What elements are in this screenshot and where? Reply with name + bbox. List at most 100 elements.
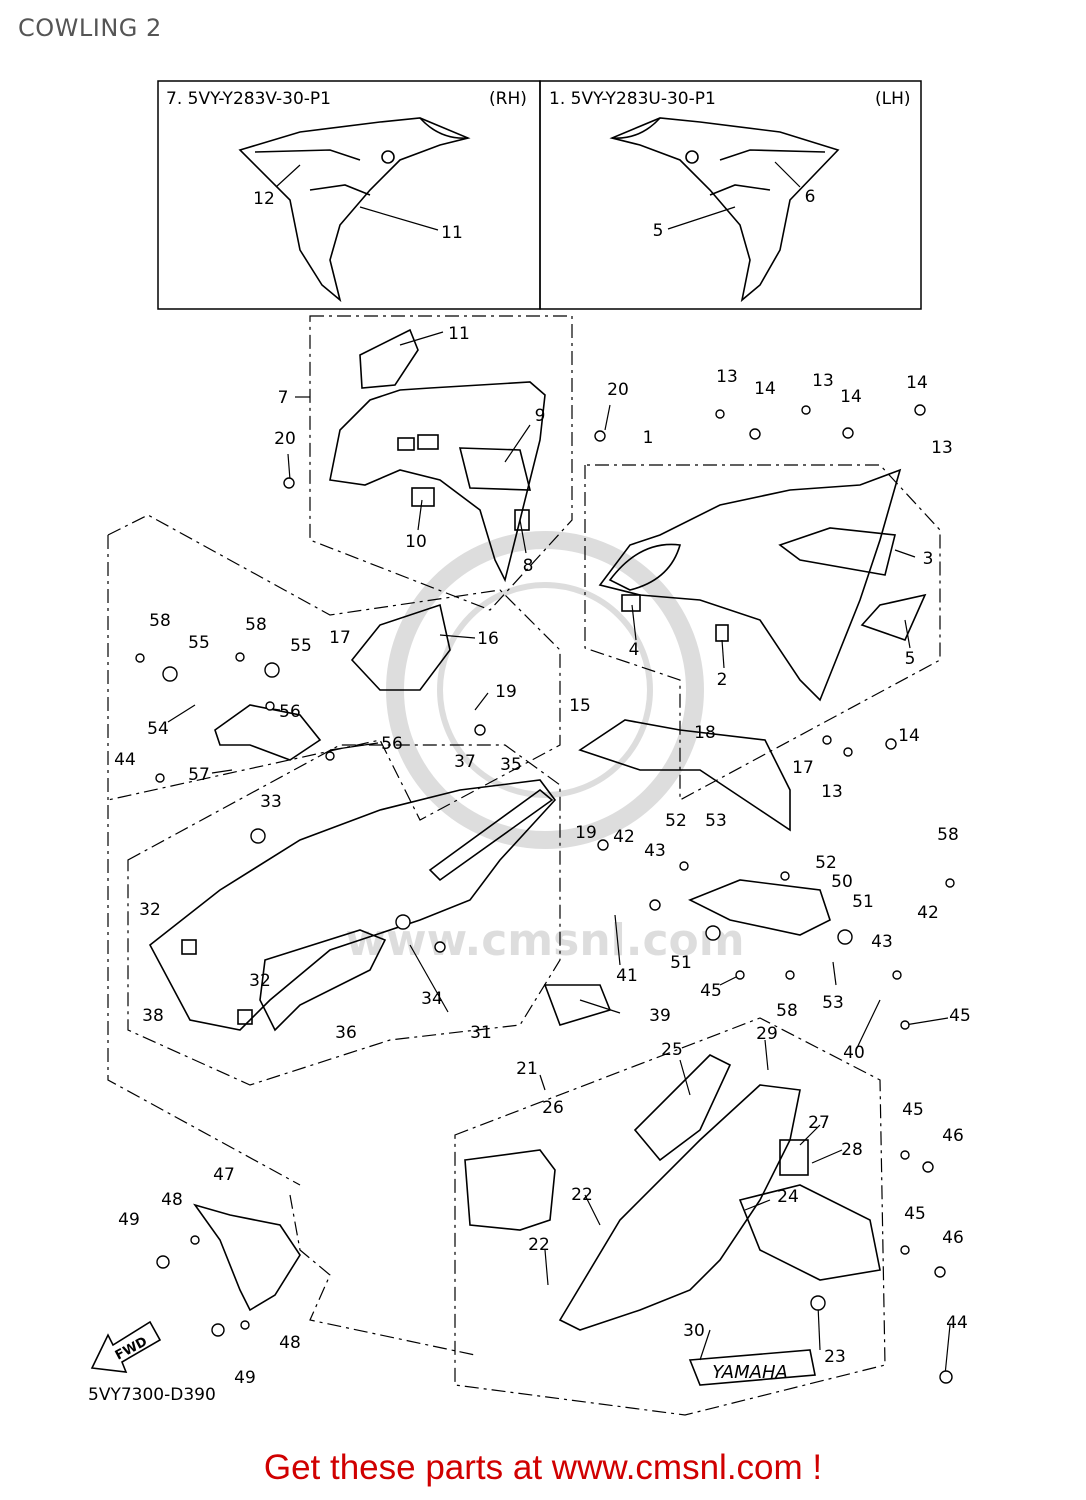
callout: 11 <box>441 223 463 243</box>
diagram-code: 5VY7300-D390 <box>88 1385 216 1405</box>
callout: 14 <box>906 373 928 393</box>
callout: 51 <box>670 953 692 973</box>
callout: 28 <box>841 1140 863 1160</box>
inset-lh-side: (LH) <box>875 89 911 109</box>
inset-box-lh <box>539 80 922 310</box>
callout: 57 <box>188 765 210 785</box>
fwd-label: FWD <box>113 1334 150 1363</box>
inset-rh-side: (RH) <box>489 89 527 109</box>
callout: 43 <box>644 841 666 861</box>
callout: 55 <box>290 636 312 656</box>
callout: 52 <box>815 853 837 873</box>
inset-side-cowl-rh <box>238 117 471 303</box>
yamaha-decal: YAMAHA <box>712 1362 788 1383</box>
callout: 37 <box>454 752 476 772</box>
callout: 30 <box>683 1321 705 1341</box>
inset-box-rh <box>157 80 541 310</box>
footer-link[interactable]: www.cmsnl.com <box>551 1448 803 1487</box>
callout: 54 <box>147 719 169 739</box>
callout: 48 <box>161 1190 183 1210</box>
callout: 22 <box>571 1185 593 1205</box>
callout: 17 <box>329 628 351 648</box>
callout: 36 <box>335 1023 357 1043</box>
under-cowl <box>464 1054 881 1386</box>
callout: 6 <box>805 187 816 207</box>
callout: 19 <box>495 682 517 702</box>
callout: 1 <box>643 428 654 448</box>
callout: 44 <box>946 1313 968 1333</box>
callout: 33 <box>260 792 282 812</box>
callout: 12 <box>253 189 275 209</box>
callout: 7 <box>278 388 289 408</box>
callout: 23 <box>824 1347 846 1367</box>
callout: 25 <box>661 1040 683 1060</box>
leader-lines <box>167 161 951 1376</box>
page-title: COWLING 2 <box>18 14 162 42</box>
callout: 53 <box>705 811 727 831</box>
callout: 18 <box>694 723 716 743</box>
callout: 43 <box>871 932 893 952</box>
callout: 10 <box>405 532 427 552</box>
callout: 8 <box>523 556 534 576</box>
footer-text-prefix: Get these parts at <box>263 1448 552 1487</box>
callout: 13 <box>716 367 738 387</box>
callout: 38 <box>142 1006 164 1026</box>
footer-banner: Get these parts at www.cmsnl.com ! <box>0 1448 1086 1488</box>
callout: 5 <box>653 221 664 241</box>
callout: 46 <box>942 1126 964 1146</box>
callout: 16 <box>477 629 499 649</box>
callout: 32 <box>249 971 271 991</box>
callout: 50 <box>831 872 853 892</box>
fwd-arrow: FWD <box>90 1320 162 1373</box>
callout: 56 <box>279 702 301 722</box>
callout: 27 <box>808 1113 830 1133</box>
callout: 3 <box>923 549 934 569</box>
callout: 58 <box>776 1001 798 1021</box>
callout: 22 <box>528 1235 550 1255</box>
front-lower-cowl <box>148 779 612 1032</box>
callout: 39 <box>649 1006 671 1026</box>
inset-lh-part-label: 1. 5VY-Y283U-30-P1 <box>549 89 716 109</box>
callout: 44 <box>114 750 136 770</box>
callout: 31 <box>470 1023 492 1043</box>
callout: 42 <box>613 827 635 847</box>
callout: 13 <box>812 371 834 391</box>
callout: 29 <box>756 1024 778 1044</box>
inner-panels <box>214 603 831 936</box>
assembly-outlines <box>107 315 941 1416</box>
callout: 45 <box>949 1006 971 1026</box>
callout: 34 <box>421 989 443 1009</box>
footer-text-suffix: ! <box>802 1448 823 1487</box>
callout: 13 <box>931 438 953 458</box>
callout: 11 <box>448 324 470 344</box>
callout: 58 <box>245 615 267 635</box>
callout: 58 <box>937 825 959 845</box>
callout: 14 <box>898 726 920 746</box>
air-duct <box>193 1203 301 1312</box>
callout: 5 <box>905 649 916 669</box>
callout: 45 <box>902 1100 924 1120</box>
callout: 14 <box>840 387 862 407</box>
callout: 32 <box>139 900 161 920</box>
upper-cowl-lh <box>598 468 927 702</box>
callout: 45 <box>904 1204 926 1224</box>
callout: 58 <box>149 611 171 631</box>
callouts: 12 11 6 5 11 7 20 9 10 8 20 1 13 14 13 1… <box>114 187 971 1388</box>
inset-side-cowl-lh <box>609 117 840 303</box>
callout: 15 <box>569 696 591 716</box>
callout: 41 <box>616 966 638 986</box>
callout: 45 <box>700 981 722 1001</box>
callout: 26 <box>542 1098 564 1118</box>
callout: 42 <box>917 903 939 923</box>
callout: 13 <box>821 782 843 802</box>
callout: 47 <box>213 1165 235 1185</box>
callout: 20 <box>607 380 629 400</box>
callout: 48 <box>279 1333 301 1353</box>
callout: 19 <box>575 823 597 843</box>
callout: 55 <box>188 633 210 653</box>
callout: 4 <box>629 640 640 660</box>
callout: 20 <box>274 429 296 449</box>
callout: 52 <box>665 811 687 831</box>
callout: 49 <box>118 1210 140 1230</box>
